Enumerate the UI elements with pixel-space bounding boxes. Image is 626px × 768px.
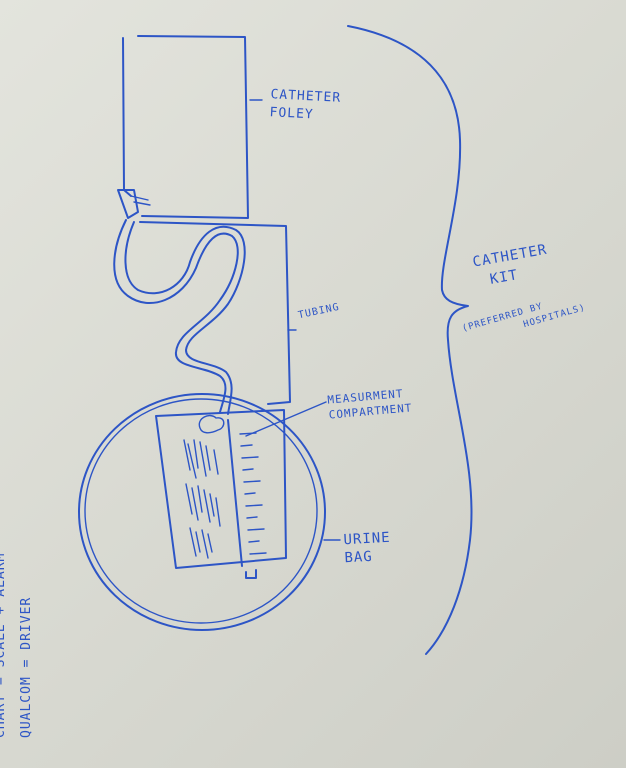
coiled-tubing: [113, 219, 246, 415]
catheter-foley-package: [117, 35, 249, 219]
margin-note: CHART = SCALE + ALARM QUALCOM = DRIVER: [0, 552, 34, 738]
leader-measurement: [245, 401, 327, 437]
drain-valve: [245, 569, 257, 579]
label-urine-bag: URINE BAG: [343, 529, 392, 567]
catheter-tube: [122, 37, 132, 197]
urine-bag: [78, 393, 326, 631]
measurement-compartment: [155, 409, 287, 569]
kit-brace: [347, 25, 473, 655]
left-scale-ticks: [183, 439, 221, 559]
right-scale-ticks: [239, 432, 267, 555]
tubing-package: [139, 221, 291, 405]
catheter-connector: [117, 189, 139, 219]
label-catheter-foley: CATHETER FOLEY: [269, 87, 342, 123]
